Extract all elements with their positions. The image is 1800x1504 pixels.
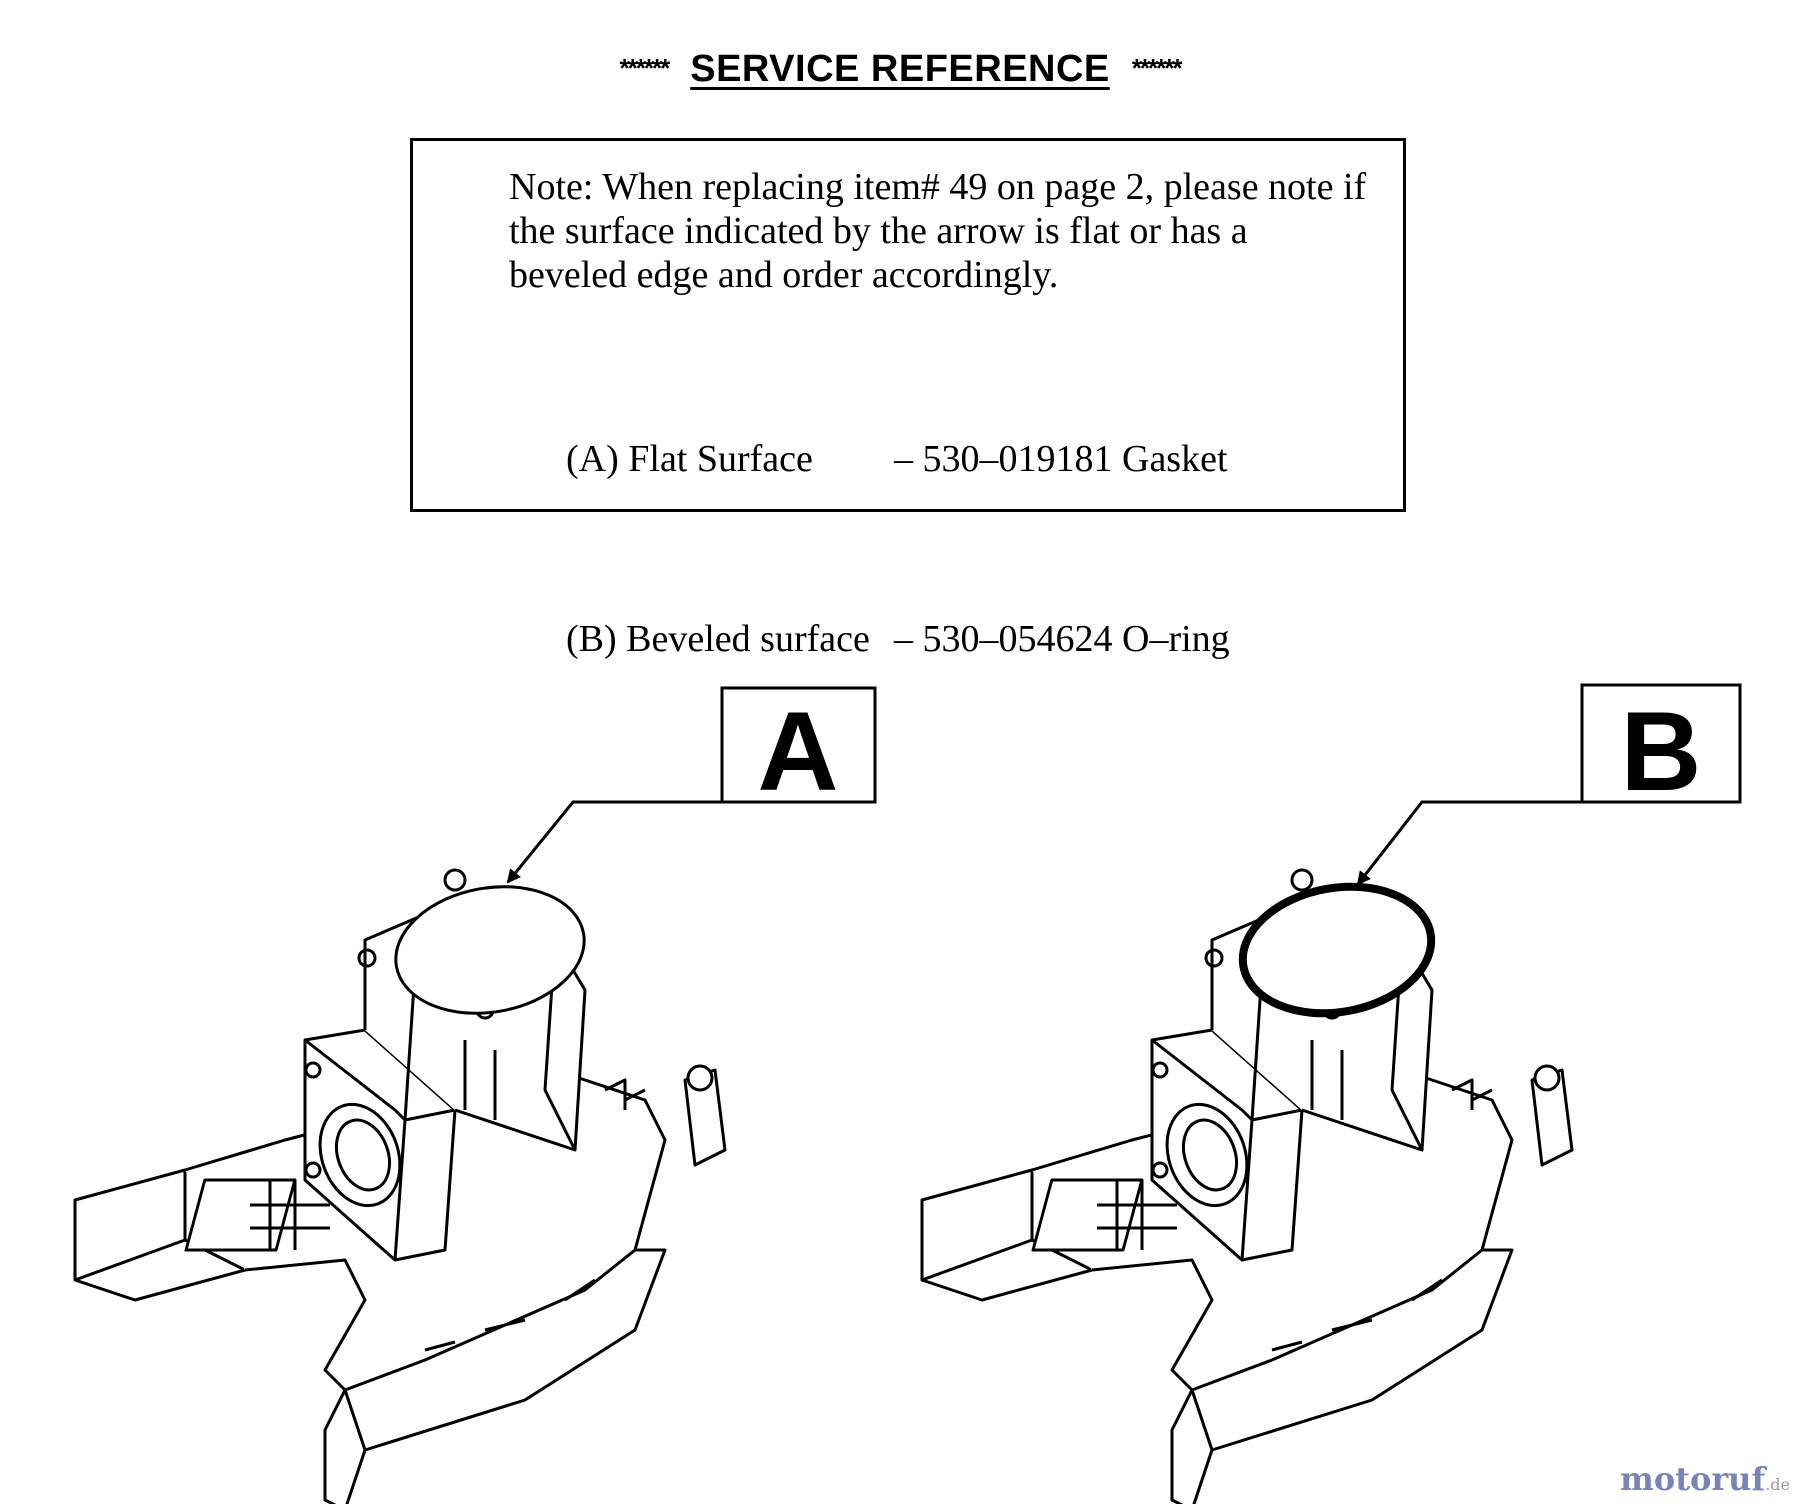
part-row-b: (B) Beveled surface– 530–054624 O–ring [509, 549, 1230, 729]
note-box: Note: When replacing item# 49 on page 2,… [410, 138, 1406, 660]
part-dash: – [894, 618, 913, 660]
diagram-b: B [920, 683, 1742, 1504]
part-row-a: (A) Flat Surface – 530–019181 Gasket [509, 369, 1230, 549]
part-number: 530–019181 Gasket [922, 438, 1228, 480]
parts-list: (A) Flat Surface – 530–019181 Gasket (B) … [509, 369, 1230, 729]
callout-box-a [720, 686, 877, 804]
beveled-surface-ring [1238, 882, 1436, 1018]
part-label: (A) Flat Surface [566, 438, 813, 480]
note-text: Note: When replacing item# 49 on page 2,… [509, 166, 1367, 296]
callout-letter-a: A [758, 689, 839, 814]
watermark-brand: motoruf [1619, 1460, 1766, 1498]
part-dash: – [894, 438, 913, 480]
stars-right: ****** [1131, 53, 1183, 83]
arrow-a [506, 800, 722, 884]
callout-letter-b: B [1621, 689, 1702, 814]
flat-surface-ring [394, 885, 586, 1015]
part-label: (B) Beveled surface [566, 618, 870, 660]
watermark-domain: .de [1765, 1475, 1790, 1494]
watermark-logo: motoruf.de [1620, 1460, 1790, 1498]
part-number: 530–054624 O–ring [922, 618, 1230, 660]
arrow-b [1356, 800, 1582, 886]
diagram-a: A [73, 686, 877, 1504]
page-title: SERVICE REFERENCE [690, 48, 1110, 90]
callout-box-b [1580, 683, 1742, 804]
page-header: ****** SERVICE REFERENCE ****** [0, 48, 1800, 91]
stars-left: ****** [619, 53, 671, 83]
